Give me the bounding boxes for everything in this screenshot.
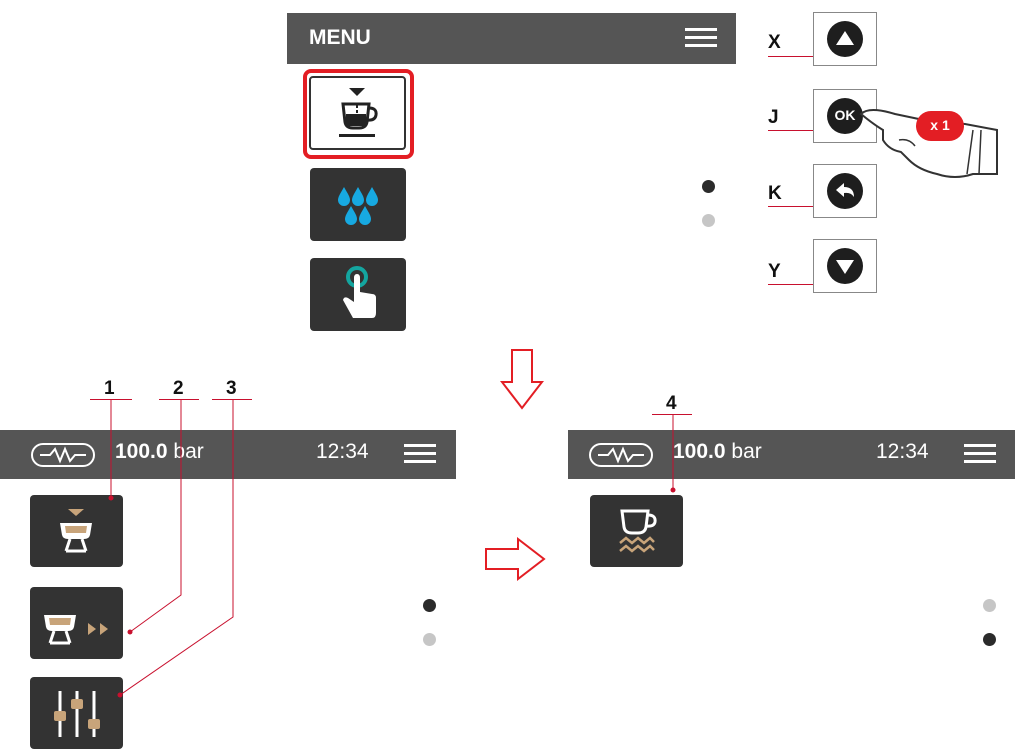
callout-leader-right xyxy=(670,415,676,493)
water-drops-icon xyxy=(338,187,378,225)
up-button[interactable] xyxy=(827,21,863,57)
touch-hand-icon xyxy=(343,266,376,318)
back-button[interactable] xyxy=(827,173,863,209)
menu-item-touch[interactable] xyxy=(310,258,406,331)
callout-1-bar xyxy=(90,399,132,400)
right-item-steam[interactable] xyxy=(590,495,683,567)
clock: 12:34 xyxy=(316,440,369,463)
right-status-bar: 100.0 bar 12:34 xyxy=(568,430,1015,479)
pressure-value: 100.0 xyxy=(115,440,168,463)
key-letter-k: K xyxy=(768,183,782,204)
callout-3: 3 xyxy=(226,378,237,399)
key-letter-j: J xyxy=(768,107,779,128)
hamburger-menu-icon[interactable] xyxy=(964,444,996,464)
key-x-box xyxy=(813,12,877,66)
press-count-badge: x 1 xyxy=(916,111,964,141)
key-y-box xyxy=(813,239,877,293)
pressure-gauge-icon xyxy=(589,443,653,467)
key-letter-x: X xyxy=(768,32,781,53)
right-page-dot-1 xyxy=(983,599,996,612)
menu-item-coffee[interactable] xyxy=(309,76,406,150)
press-count-text: x 1 xyxy=(930,117,950,133)
right-flow-arrow-icon xyxy=(485,537,546,581)
left-item-forward[interactable] xyxy=(30,587,123,659)
callout-leaders-left xyxy=(108,400,234,698)
key-letter-y: Y xyxy=(768,261,781,282)
portafilter-forward-icon xyxy=(44,615,108,645)
hamburger-menu-icon[interactable] xyxy=(685,28,717,48)
callout-2: 2 xyxy=(173,378,184,399)
menu-header: MENU xyxy=(287,13,736,64)
key-x-leader xyxy=(768,56,813,57)
down-flow-arrow-icon xyxy=(500,349,544,410)
callout-3-bar xyxy=(212,399,252,400)
callout-4-bar xyxy=(652,414,692,415)
down-button[interactable] xyxy=(827,248,863,284)
arrow-down-icon xyxy=(836,260,854,274)
cup-steam-icon xyxy=(619,509,657,553)
sliders-settings-icon xyxy=(54,691,100,737)
key-k-leader xyxy=(768,206,813,207)
clock: 12:34 xyxy=(876,440,929,463)
callout-2-bar xyxy=(159,399,199,400)
portafilter-brew-icon xyxy=(60,509,92,553)
pressure-gauge-icon xyxy=(31,443,95,467)
left-page-dot-1 xyxy=(423,599,436,612)
ok-button[interactable]: OK xyxy=(827,98,863,134)
callout-4: 4 xyxy=(666,393,677,414)
pressure-unit: bar xyxy=(731,440,762,463)
key-y-leader xyxy=(768,284,813,285)
key-k-box xyxy=(813,164,877,218)
page-dot-1 xyxy=(702,180,715,193)
page-dot-2 xyxy=(702,214,715,227)
back-arrow-icon xyxy=(836,183,854,197)
left-item-settings[interactable] xyxy=(30,677,123,749)
key-j-leader xyxy=(768,130,813,131)
menu-title: MENU xyxy=(309,26,371,49)
right-page-dot-2 xyxy=(983,633,996,646)
left-page-dot-2 xyxy=(423,633,436,646)
coffee-cup-dispense-icon xyxy=(339,88,378,137)
pressure-readout: 100.0 bar xyxy=(673,440,762,464)
left-status-bar: 100.0 bar 12:34 xyxy=(0,430,456,479)
hamburger-menu-icon[interactable] xyxy=(404,444,436,464)
menu-item-water[interactable] xyxy=(310,168,406,241)
ok-label: OK xyxy=(834,107,856,123)
arrow-up-icon xyxy=(836,31,854,45)
menu-item-selected-frame xyxy=(303,69,414,159)
left-item-brew[interactable] xyxy=(30,495,123,567)
pressure-value: 100.0 xyxy=(673,440,726,463)
callout-1: 1 xyxy=(104,378,115,399)
